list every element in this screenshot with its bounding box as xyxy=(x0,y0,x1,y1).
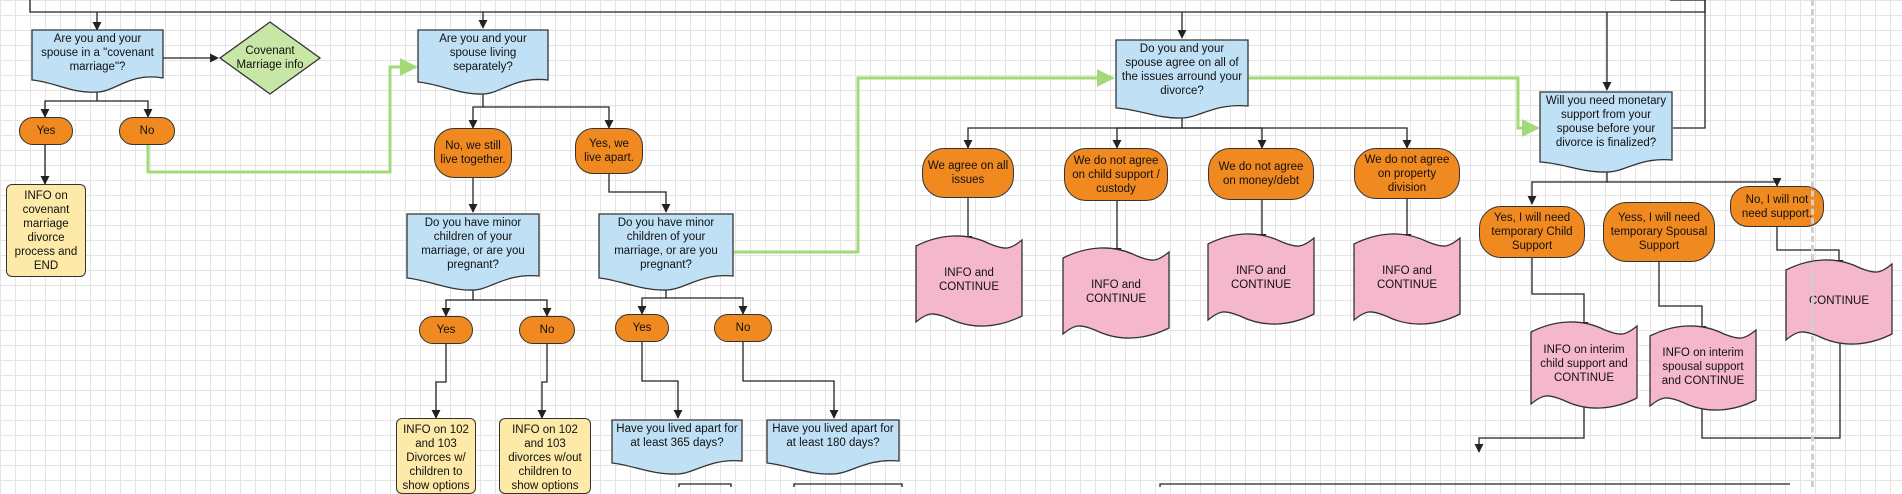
lived-365-question-label: Have you lived apart for at least 365 da… xyxy=(616,423,738,449)
info-interim-spousal-label: INFO on interim spousal support and CONT… xyxy=(1661,347,1745,387)
still-live-together-pill: No, we still live together. xyxy=(434,128,512,178)
info-102-103-without-children: INFO on 102 and 103 divorces w/out child… xyxy=(499,418,591,494)
info-continue-1-shape xyxy=(915,235,1023,327)
need-child-support-pill: Yes, I will need temporary Child Support xyxy=(1479,206,1585,258)
info-continue-2-label: INFO and CONTINUE xyxy=(1085,279,1147,305)
agree-all-pill: We agree on all issues xyxy=(922,148,1014,198)
monetary-question-shape xyxy=(1539,91,1673,173)
lived-180-question-shape xyxy=(766,419,900,475)
covenant-question-shape xyxy=(31,29,164,93)
need-spousal-support-pill: Yess, I will need temporary Spousal Supp… xyxy=(1603,202,1715,262)
monetary-question-label: Will you need monetary support from your… xyxy=(1545,95,1667,149)
no-support-pill: No, I will not need support. xyxy=(1730,186,1824,227)
info-interim-child-label: INFO on interim child support and CONTIN… xyxy=(1540,344,1628,384)
info-102-103-with-children: INFO on 102 and 103 Divorces w/ children… xyxy=(396,418,476,494)
covenant-yes-pill: Yes xyxy=(19,117,73,145)
lived-180-question-label: Have you lived apart for at least 180 da… xyxy=(772,423,894,449)
minor-question-2-label: Do you have minor children of your marri… xyxy=(614,217,718,271)
disagree-child-support-pill: We do not agree on child support / custo… xyxy=(1064,148,1168,201)
connector-lines xyxy=(29,0,1844,487)
live-apart-pill: Yes, we live apart. xyxy=(575,128,643,174)
highlight-connector-lines xyxy=(146,58,1540,254)
info-interim-spousal-shape xyxy=(1649,325,1757,411)
info-continue-1-label: INFO and CONTINUE xyxy=(938,267,1000,293)
minor2-yes-pill: Yes xyxy=(615,314,669,342)
minor2-no-pill: No xyxy=(714,314,772,342)
covenant-no-pill: No xyxy=(119,117,175,145)
disagree-money-pill: We do not agree on money/debt xyxy=(1208,148,1314,200)
continue-label: CONTINUE xyxy=(1808,295,1870,307)
covenant-question-label: Are you and your spouse in a "covenant m… xyxy=(41,33,154,73)
info-continue-2-shape xyxy=(1062,247,1170,339)
info-covenant-process: INFO on covenant marriage divorce proces… xyxy=(6,184,86,277)
minor-question-1-label: Do you have minor children of your marri… xyxy=(421,217,525,271)
covenant-info-diamond xyxy=(218,21,322,95)
info-continue-3-label: INFO and CONTINUE xyxy=(1230,265,1292,291)
disagree-property-pill: We do not agree on property division xyxy=(1354,148,1460,199)
info-interim-child-shape xyxy=(1530,321,1638,409)
minor1-yes-pill: Yes xyxy=(419,316,473,344)
minor-question-1-shape xyxy=(406,213,540,291)
info-continue-3-shape xyxy=(1207,233,1315,325)
minor-question-2-shape xyxy=(598,213,734,291)
agree-question-shape xyxy=(1115,39,1249,119)
covenant-info-label: Covenant Marriage info xyxy=(236,45,304,71)
info-continue-4-label: INFO and CONTINUE xyxy=(1376,265,1438,291)
lived-365-question-shape xyxy=(611,419,743,475)
living-question-shape xyxy=(417,29,549,95)
page-boundary-divider xyxy=(1811,0,1814,487)
living-question-label: Are you and your spouse living separatel… xyxy=(439,33,527,73)
info-continue-4-shape xyxy=(1353,233,1461,325)
agree-question-label: Do you and your spouse agree on all of t… xyxy=(1121,43,1243,97)
minor1-no-pill: No xyxy=(519,316,575,344)
